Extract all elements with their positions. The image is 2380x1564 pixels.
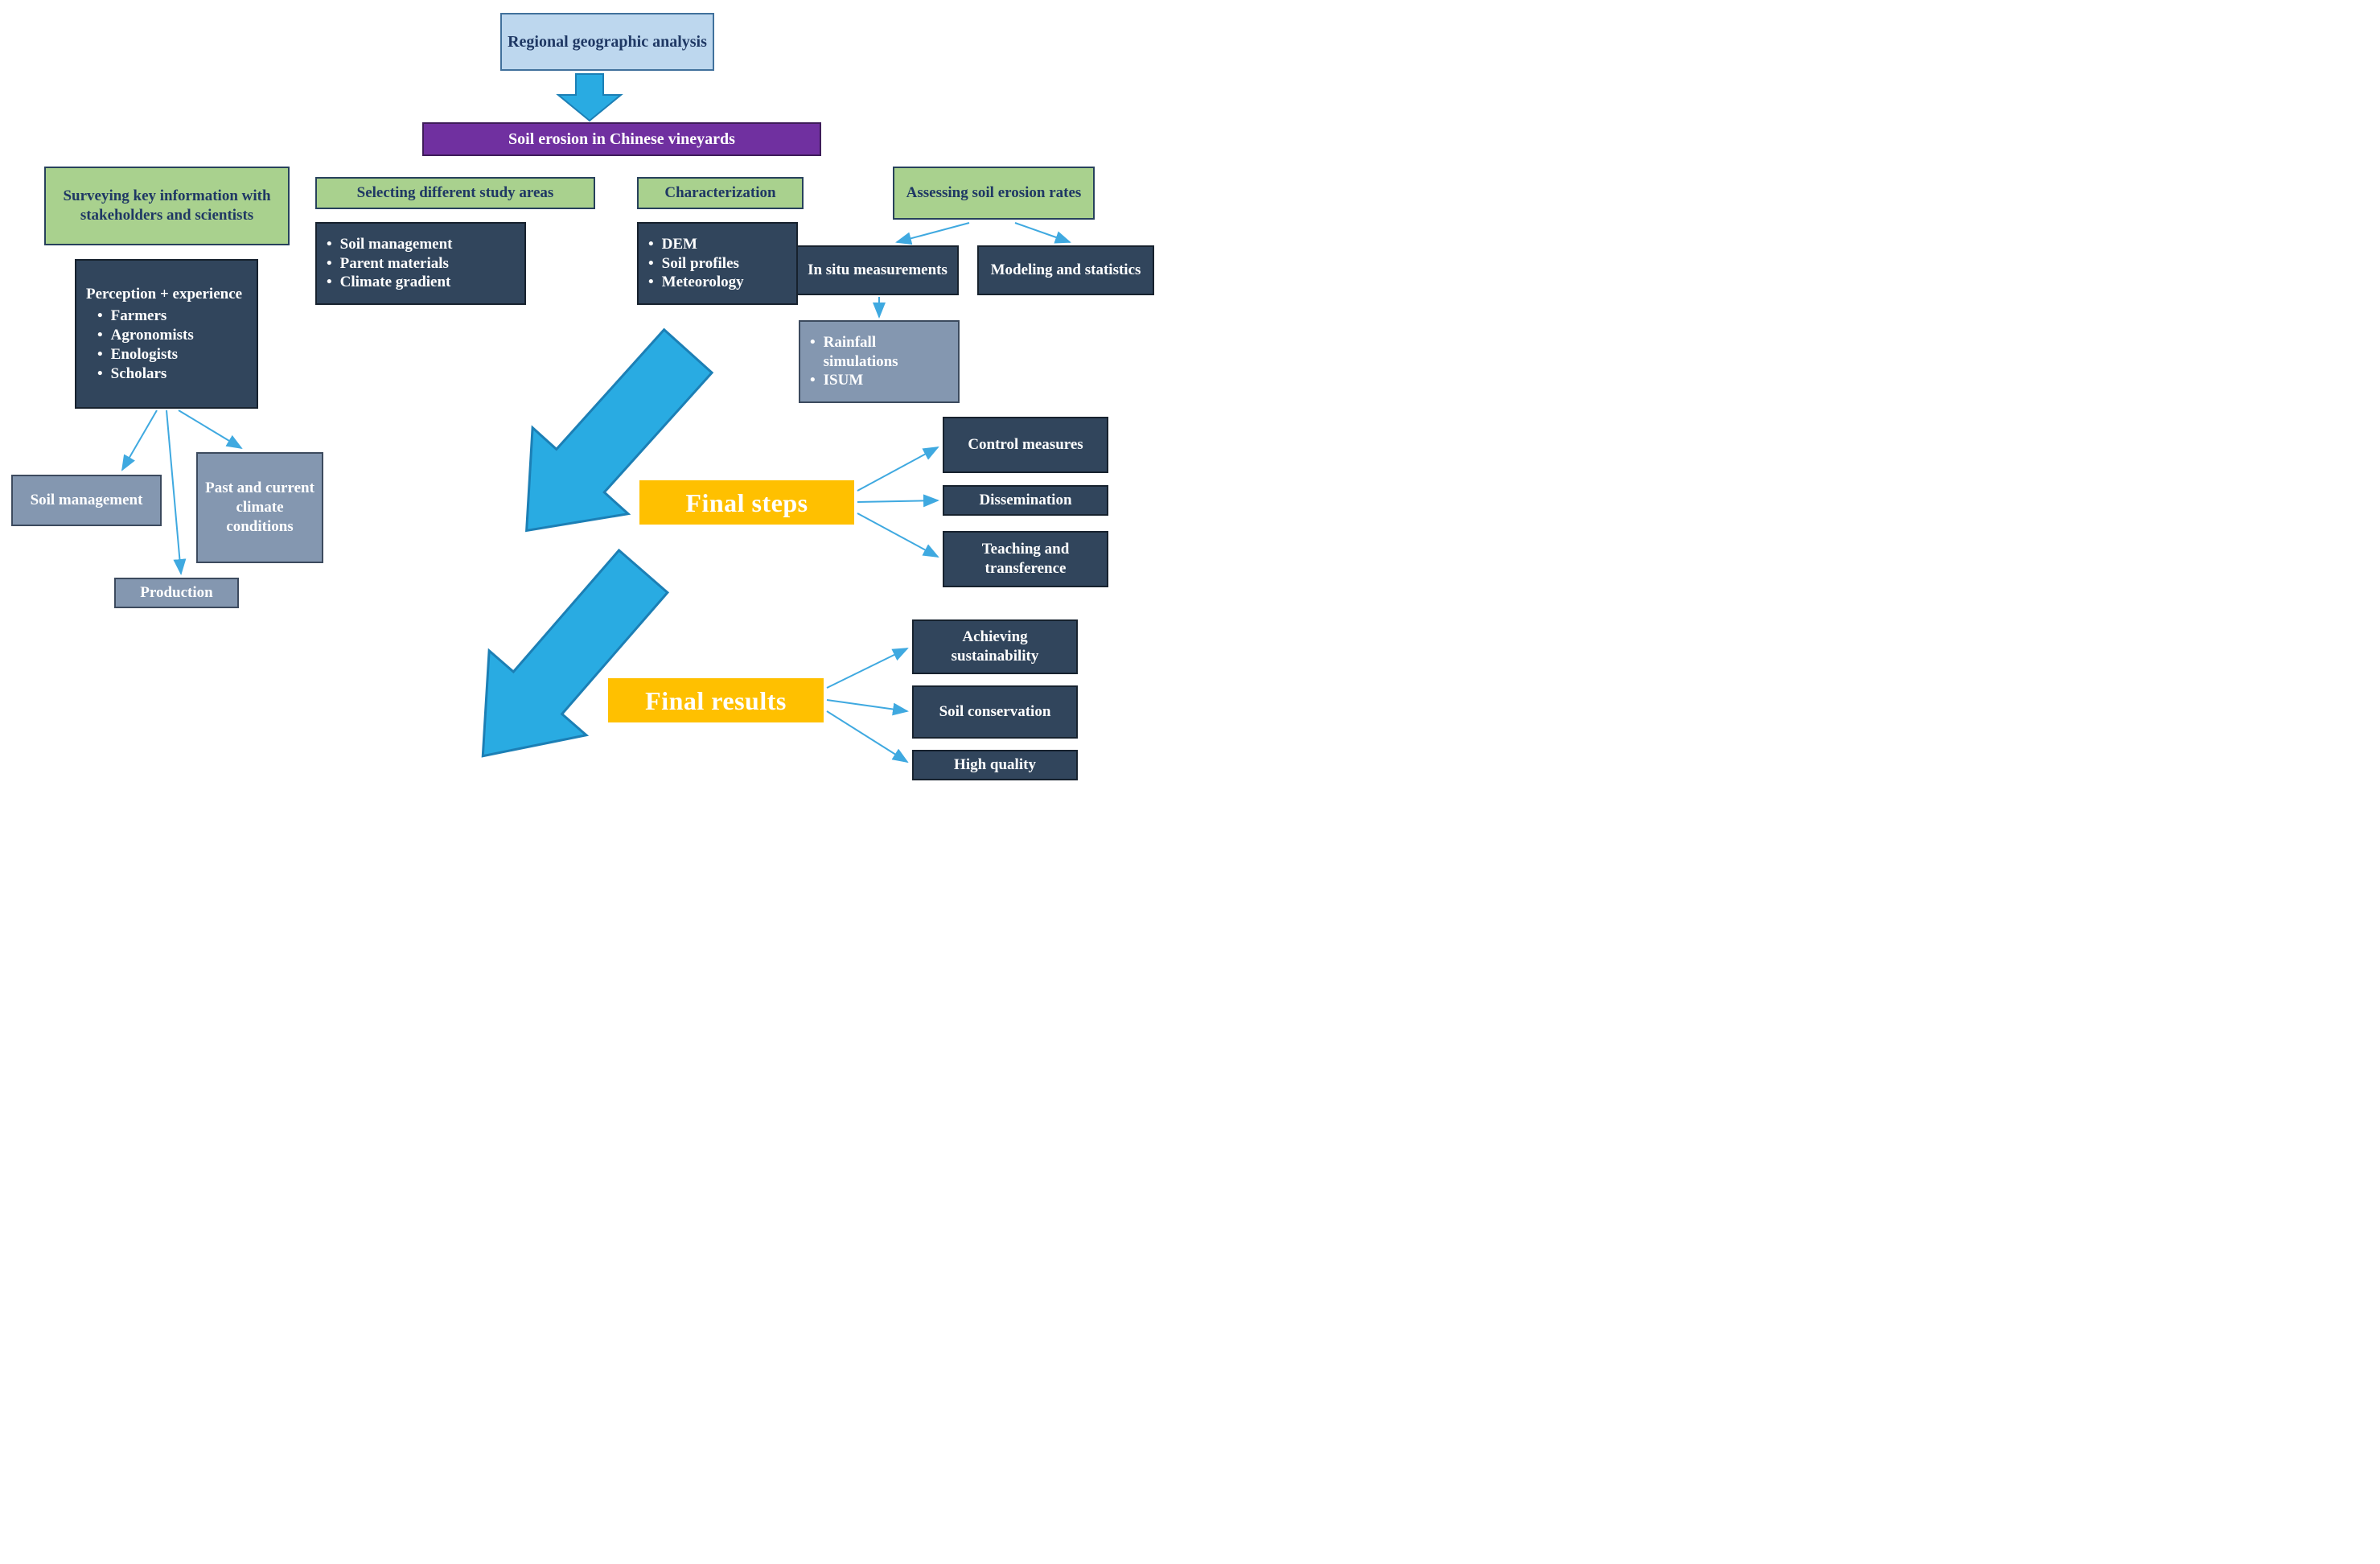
bullet-dot: • bbox=[810, 333, 816, 351]
final-results-label: Final results bbox=[645, 685, 787, 715]
achieving-sustainability-label: Achieving sustainability bbox=[951, 628, 1039, 665]
high-quality-label: High quality bbox=[954, 756, 1036, 774]
teaching-box: Teaching and transference bbox=[943, 531, 1108, 587]
arrow-final-results-to-high-quality bbox=[826, 710, 909, 763]
selecting-item: • Climate gradient bbox=[327, 273, 450, 292]
characterization-item-label: DEM bbox=[661, 235, 697, 253]
bullet-dot: • bbox=[327, 254, 332, 272]
past-climate-box: Past and current climate conditions bbox=[196, 452, 323, 563]
surveying-header-label: Surveying key information with stakehold… bbox=[63, 187, 271, 224]
soil-erosion-box: Soil erosion in Chinese vineyards bbox=[422, 122, 821, 156]
production-label: Production bbox=[140, 584, 213, 602]
teaching-label: Teaching and transference bbox=[981, 541, 1070, 577]
production-box: Production bbox=[114, 578, 239, 608]
bullet-dot: • bbox=[97, 364, 103, 382]
bullet-dot: • bbox=[648, 274, 654, 291]
bullet-dot: • bbox=[810, 372, 816, 389]
diagram-canvas: Regional geographic analysis Soil erosio… bbox=[0, 0, 1190, 782]
arrow-final-results-to-conservation bbox=[826, 699, 909, 716]
final-results-box: Final results bbox=[608, 678, 824, 722]
in-situ-detail-label: ISUM bbox=[823, 372, 864, 389]
achieving-sustainability-box: Achieving sustainability bbox=[912, 619, 1078, 674]
selecting-item-label: Parent materials bbox=[339, 254, 449, 272]
bullet-dot: • bbox=[327, 235, 332, 253]
soil-conservation-box: Soil conservation bbox=[912, 685, 1078, 739]
arrow-final-steps-to-control bbox=[857, 447, 939, 492]
perception-box: Perception + experience • Farmers • Agro… bbox=[75, 259, 258, 409]
modeling-box: Modeling and statistics bbox=[977, 245, 1154, 295]
characterization-header-label: Characterization bbox=[664, 184, 776, 202]
characterization-header-box: Characterization bbox=[637, 177, 804, 209]
final-steps-label: Final steps bbox=[685, 488, 808, 517]
selecting-item-label: Soil management bbox=[339, 235, 453, 253]
control-measures-label: Control measures bbox=[968, 436, 1083, 454]
arrow-final-steps-to-teaching bbox=[857, 512, 939, 558]
perception-item: • Enologists bbox=[86, 345, 178, 364]
selecting-item-label: Climate gradient bbox=[339, 274, 451, 291]
in-situ-detail-item: • Rainfall simulations bbox=[810, 333, 948, 372]
characterization-item-label: Soil profiles bbox=[661, 254, 739, 272]
selecting-item: • Parent materials bbox=[327, 254, 449, 274]
modeling-label: Modeling and statistics bbox=[990, 261, 1141, 279]
in-situ-details-box: • Rainfall simulations • ISUM bbox=[799, 320, 960, 403]
regional-analysis-label: Regional geographic analysis bbox=[508, 32, 707, 51]
soil-management-box: Soil management bbox=[11, 475, 162, 526]
down-block-arrow bbox=[556, 73, 623, 122]
perception-item-label: Scholars bbox=[110, 364, 167, 382]
past-climate-label: Past and current climate conditions bbox=[205, 479, 314, 535]
selecting-item: • Soil management bbox=[327, 235, 453, 254]
soil-conservation-label: Soil conservation bbox=[939, 703, 1051, 721]
in-situ-detail-item: • ISUM bbox=[810, 371, 863, 390]
surveying-header-box: Surveying key information with stakehold… bbox=[44, 167, 290, 245]
arrow-final-steps-to-dissemination bbox=[857, 494, 939, 508]
arrow-perception-to-past-climate bbox=[178, 410, 243, 450]
characterization-item: • DEM bbox=[648, 235, 697, 254]
big-arrow-final-results bbox=[481, 548, 670, 758]
soil-erosion-label: Soil erosion in Chinese vineyards bbox=[508, 130, 735, 148]
perception-item: • Farmers bbox=[86, 307, 166, 326]
arrow-final-results-to-sustainability bbox=[826, 648, 909, 689]
perception-item-label: Enologists bbox=[110, 345, 179, 363]
dissemination-label: Dissemination bbox=[979, 492, 1072, 509]
in-situ-box: In situ measurements bbox=[796, 245, 959, 295]
bullet-dot: • bbox=[97, 345, 103, 363]
perception-title: Perception + experience bbox=[86, 285, 243, 303]
big-arrow-final-steps bbox=[525, 327, 714, 533]
high-quality-box: High quality bbox=[912, 750, 1078, 780]
regional-analysis-box: Regional geographic analysis bbox=[500, 13, 714, 71]
bullet-dot: • bbox=[97, 327, 103, 344]
assessing-header-label: Assessing soil erosion rates bbox=[906, 184, 1082, 202]
bullet-dot: • bbox=[97, 307, 103, 325]
perception-item: • Agronomists bbox=[86, 326, 194, 345]
perception-item-label: Farmers bbox=[110, 307, 167, 325]
final-steps-box: Final steps bbox=[639, 480, 854, 525]
in-situ-label: In situ measurements bbox=[808, 261, 947, 279]
characterization-item: • Meteorology bbox=[648, 273, 744, 292]
bullet-dot: • bbox=[327, 274, 332, 291]
dissemination-box: Dissemination bbox=[943, 485, 1108, 516]
arrow-perception-to-soil-management bbox=[121, 410, 158, 471]
characterization-details-box: • DEM • Soil profiles • Meteorology bbox=[637, 222, 798, 305]
selecting-details-box: • Soil management • Parent materials • C… bbox=[315, 222, 526, 305]
characterization-item-label: Meteorology bbox=[661, 274, 744, 291]
control-measures-box: Control measures bbox=[943, 417, 1108, 473]
in-situ-detail-label: Rainfall simulations bbox=[823, 333, 898, 370]
bullet-dot: • bbox=[648, 235, 654, 253]
selecting-header-label: Selecting different study areas bbox=[356, 184, 554, 202]
assessing-header-box: Assessing soil erosion rates bbox=[893, 167, 1095, 220]
perception-item: • Scholars bbox=[86, 364, 166, 384]
selecting-header-box: Selecting different study areas bbox=[315, 177, 595, 209]
bullet-dot: • bbox=[648, 254, 654, 272]
characterization-item: • Soil profiles bbox=[648, 254, 739, 274]
arrow-assessing-to-modeling bbox=[1014, 222, 1071, 244]
perception-item-label: Agronomists bbox=[110, 327, 194, 344]
soil-management-label: Soil management bbox=[30, 492, 143, 509]
arrow-assessing-to-in-situ bbox=[895, 222, 970, 245]
arrow-perception-to-production bbox=[166, 410, 187, 575]
